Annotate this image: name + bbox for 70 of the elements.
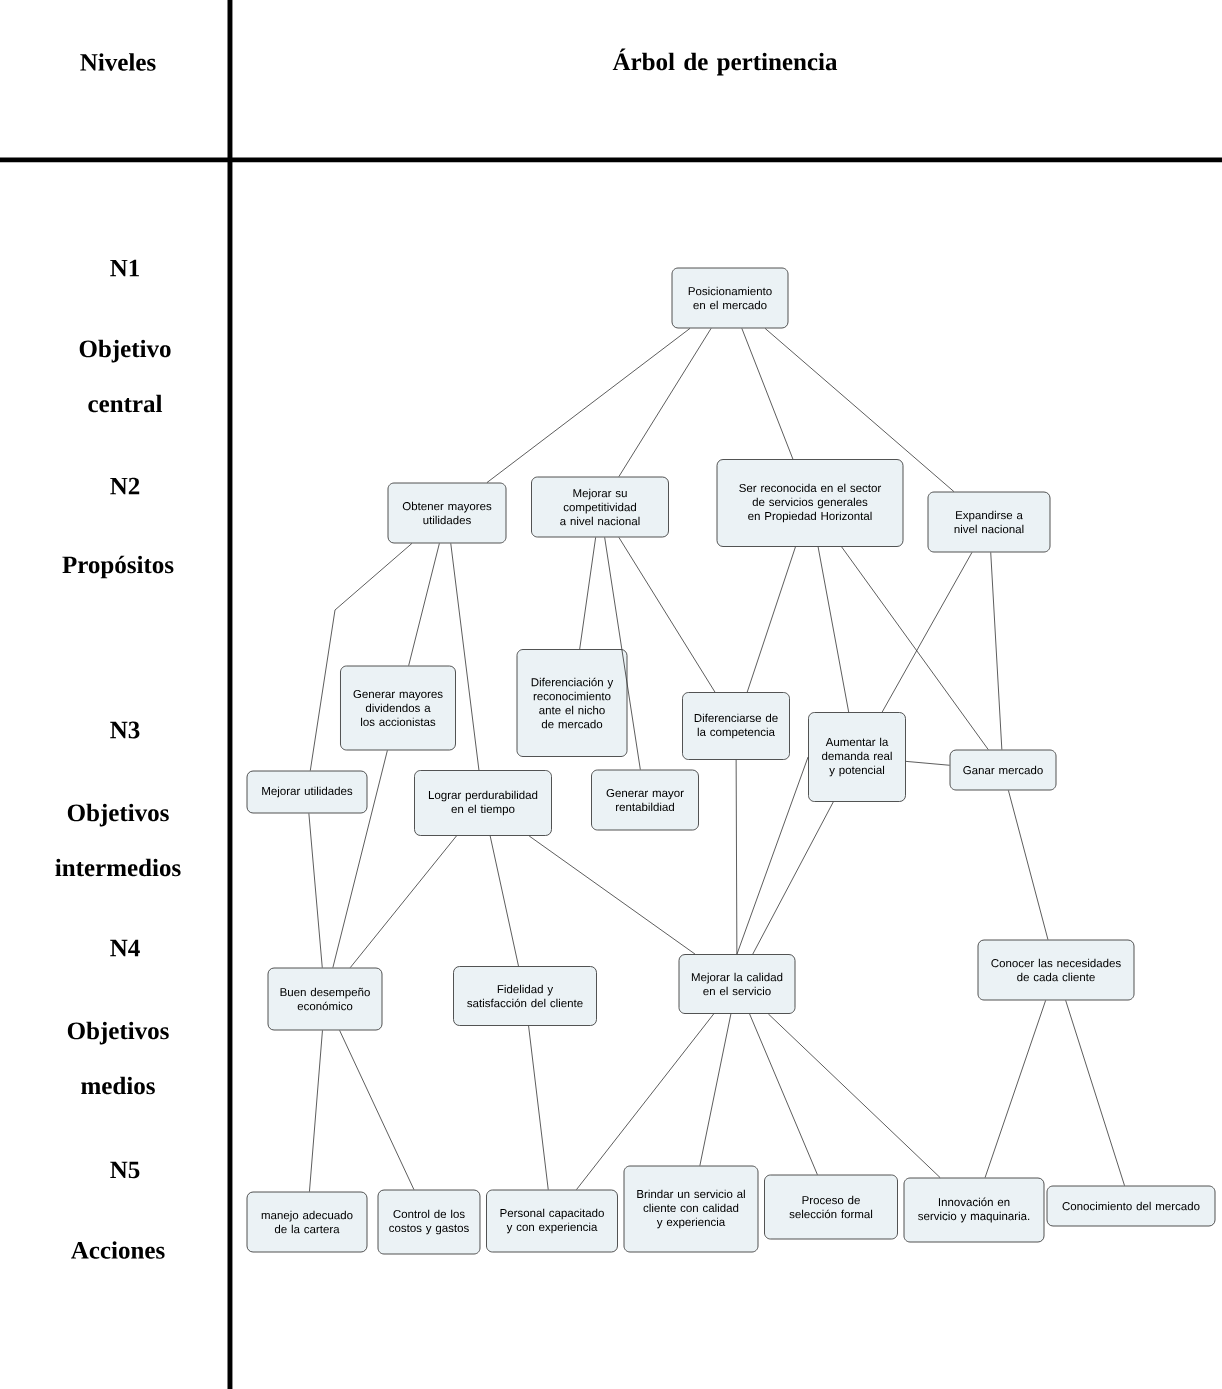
connector-line bbox=[752, 801, 834, 955]
concept-box: Mejorar la calidad en el servicio bbox=[678, 954, 796, 1014]
connector-line bbox=[308, 813, 323, 968]
connector-line bbox=[990, 552, 1003, 750]
level-label: Objetivo central bbox=[79, 339, 171, 413]
connector-line bbox=[408, 543, 440, 666]
level-label: Propósitos bbox=[62, 555, 174, 579]
connector-line bbox=[841, 546, 989, 750]
concept-box: Personal capacitado y con experiencia bbox=[486, 1189, 618, 1253]
connector-line bbox=[528, 1025, 549, 1190]
connector-line bbox=[309, 1030, 323, 1192]
concept-box: Generar mayores dividendos a los accionistas bbox=[340, 665, 456, 751]
concept-box: Mejorar su competitividad a nivel nacional bbox=[531, 476, 669, 538]
connector-line bbox=[528, 835, 696, 955]
connector-line bbox=[736, 756, 809, 955]
concept-box: Fidelidad y satisfacción del cliente bbox=[453, 966, 597, 1026]
connector-line bbox=[309, 543, 413, 771]
level-label: Objetivos medios bbox=[67, 1021, 169, 1095]
connector-line bbox=[332, 750, 388, 968]
column-header: Árbol de pertinencia bbox=[612, 48, 838, 76]
connector-line bbox=[618, 328, 712, 477]
connector-line bbox=[764, 328, 955, 492]
concept-box: Control de los costos y gastos bbox=[377, 1189, 481, 1255]
level-label: N2 bbox=[110, 477, 140, 495]
concept-box: Innovación en servicio y maquinaria. bbox=[903, 1177, 1045, 1243]
concept-box: Conocimiento del mercado bbox=[1046, 1185, 1216, 1227]
connector-line bbox=[486, 328, 691, 483]
concept-box: Buen desempeño económico bbox=[267, 967, 383, 1031]
level-label: N1 bbox=[110, 259, 139, 277]
connector-line bbox=[579, 537, 597, 650]
level-label: N3 bbox=[110, 721, 140, 739]
connector-line bbox=[450, 543, 480, 771]
connector-line bbox=[905, 760, 950, 766]
connector-line bbox=[576, 1013, 715, 1190]
connector-line bbox=[699, 1013, 732, 1166]
concept-box: Ganar mercado bbox=[949, 749, 1057, 791]
level-label: N5 bbox=[110, 1161, 140, 1179]
connector-line bbox=[881, 552, 973, 713]
concept-box: Conocer las necesidades de cada cliente bbox=[977, 939, 1135, 1001]
connector-line bbox=[741, 328, 794, 460]
concept-box: Generar mayor rentabildiad bbox=[591, 769, 699, 831]
connector-line bbox=[749, 1013, 818, 1175]
connector-line bbox=[1065, 1000, 1125, 1186]
level-label: Acciones bbox=[71, 1241, 165, 1259]
concept-box: Diferenciación y reconocimiento ante el nicho de mercado bbox=[516, 649, 628, 757]
connector-line bbox=[1008, 790, 1049, 940]
connector-line bbox=[984, 1000, 1046, 1178]
connector-line bbox=[339, 1030, 415, 1190]
concept-box: Mejorar utilidades bbox=[246, 770, 368, 814]
level-label: Objetivos intermedios bbox=[55, 803, 181, 877]
concept-box: Proceso de selección formal bbox=[764, 1174, 898, 1240]
concept-box: Expandirse a nivel nacional bbox=[927, 491, 1051, 553]
column-header: Niveles bbox=[80, 53, 156, 71]
concept-box: Diferenciarse de la competencia bbox=[682, 692, 790, 760]
connector-line bbox=[349, 835, 457, 968]
level-label: N4 bbox=[110, 939, 140, 957]
concept-box: Obtener mayores utilidades bbox=[387, 482, 507, 544]
connector-line bbox=[489, 835, 519, 967]
connector-line bbox=[767, 1013, 941, 1178]
connector-line bbox=[735, 759, 738, 955]
connector-line bbox=[618, 537, 716, 693]
connector-line bbox=[817, 546, 850, 713]
connector-line bbox=[604, 537, 641, 770]
concept-box: Aumentar la demanda real y potencial bbox=[808, 712, 906, 802]
concept-box: manejo adecuado de la cartera bbox=[246, 1191, 368, 1253]
connector-line bbox=[746, 546, 796, 693]
concept-box: Brindar un servicio al cliente con calidad y experiencia bbox=[623, 1165, 759, 1253]
concept-box: Lograr perdurabilidad en el tiempo bbox=[414, 770, 552, 836]
concept-box: Posicionamiento en el mercado bbox=[671, 267, 789, 329]
concept-box: Ser reconocida en el sector de servicios generales en Propiedad Horizontal bbox=[716, 459, 904, 547]
